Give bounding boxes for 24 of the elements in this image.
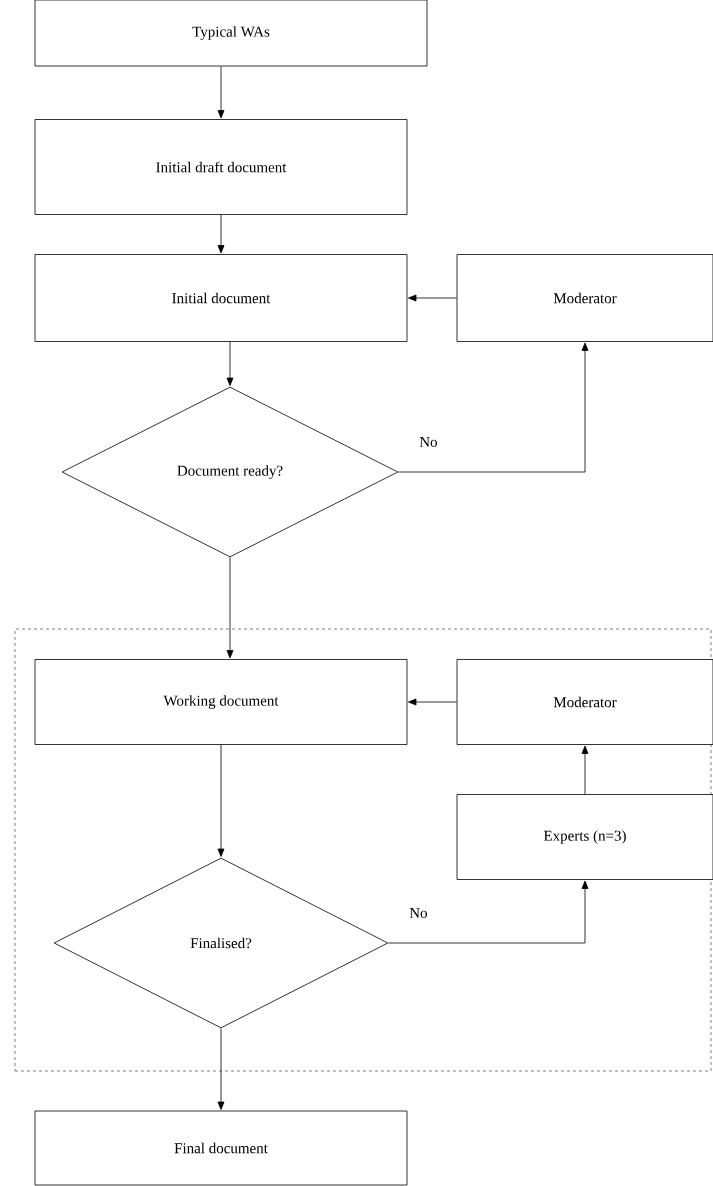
process-box: Moderator bbox=[456, 254, 713, 342]
edge-label: No bbox=[418, 436, 439, 448]
arrow bbox=[398, 342, 589, 473]
arrow bbox=[408, 698, 457, 706]
arrow bbox=[408, 294, 457, 302]
node-label: Moderator bbox=[553, 696, 617, 708]
process-box: Working document bbox=[34, 659, 408, 745]
process-box: Experts (n=3) bbox=[456, 794, 713, 880]
edge-label: No bbox=[408, 907, 429, 919]
arrow bbox=[217, 1028, 225, 1110]
arrow bbox=[226, 341, 234, 386]
process-box: Initial document bbox=[34, 254, 408, 342]
dashed-group-frame bbox=[14, 628, 712, 1072]
process-box: Initial draft document bbox=[34, 119, 408, 215]
arrow bbox=[226, 557, 234, 659]
process-box: Final document bbox=[34, 1110, 408, 1186]
process-box: Moderator bbox=[456, 659, 713, 745]
process-box: Typical WAs bbox=[34, 0, 428, 67]
arrow bbox=[217, 744, 225, 857]
arrow bbox=[217, 66, 225, 119]
node-label: Experts (n=3) bbox=[543, 830, 626, 844]
arrow bbox=[217, 214, 225, 254]
arrow bbox=[388, 880, 589, 944]
arrow bbox=[581, 745, 589, 795]
